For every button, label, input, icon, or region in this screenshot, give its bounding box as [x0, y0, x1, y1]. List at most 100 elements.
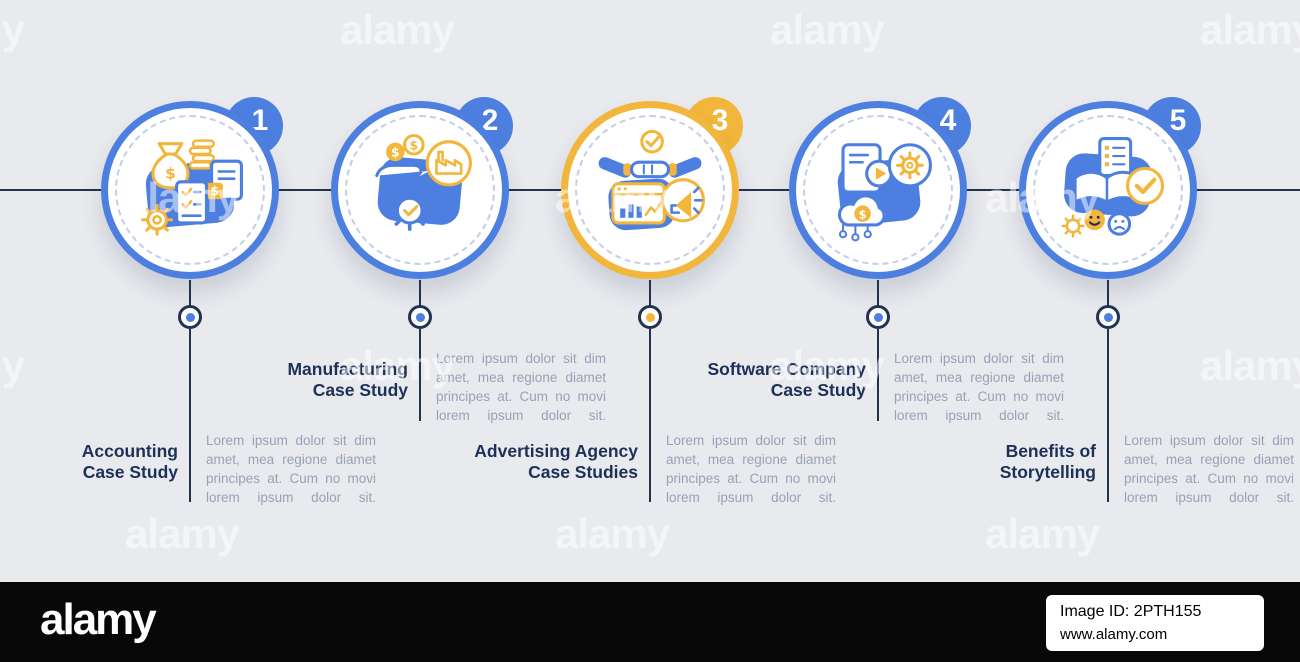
icon-cluster	[1036, 118, 1180, 262]
dashed-ring	[115, 115, 265, 265]
watermark-text: alamy	[0, 342, 25, 389]
step-title-line: Case Studies	[528, 462, 638, 482]
connector-line	[877, 280, 879, 306]
step-title-line: Case Study	[312, 380, 408, 400]
step-title-line: Accounting	[81, 441, 178, 461]
step-number: 3	[711, 104, 729, 137]
step-node: 4	[789, 97, 971, 279]
timeline-marker	[408, 305, 432, 329]
icon-cluster	[578, 118, 722, 262]
icon-cluster: $	[806, 118, 950, 262]
checklist-icon	[175, 180, 208, 225]
svg-text:$: $	[165, 165, 176, 183]
connector-line	[419, 329, 421, 421]
step-title-line: Storytelling	[999, 462, 1096, 482]
dashed-ring	[803, 115, 953, 265]
step-node: 2 $ $	[331, 97, 513, 279]
step-title-line: Software Company	[707, 359, 867, 379]
check-badge-icon	[640, 129, 664, 154]
connector-line	[1107, 329, 1109, 502]
step-title-line: Advertising Agency	[474, 441, 638, 461]
timeline-marker	[178, 305, 202, 329]
gear-icon	[141, 203, 174, 236]
step-node: 5	[1019, 97, 1201, 279]
step-title: Software Company Case Study	[696, 359, 867, 401]
manufacturing-icon-cluster: $ $	[375, 133, 472, 231]
step-number: 2	[481, 104, 499, 137]
connector-line	[649, 280, 651, 306]
marker-dot	[415, 312, 425, 322]
marker-dot	[1103, 312, 1113, 322]
icon-cluster: $ $	[118, 118, 262, 262]
step-number: 4	[939, 104, 957, 137]
step-circle	[561, 101, 739, 279]
check-circle-icon	[1126, 166, 1165, 205]
cloud-dollar-icon: $	[837, 194, 886, 242]
step-circle: $	[789, 101, 967, 279]
step-description: Lorem ipsum dolor sit dim amet, mea regi…	[666, 433, 836, 505]
watermark-text: alamy	[125, 510, 240, 557]
factory-icon	[425, 140, 472, 187]
step-title: Manufacturing Case Study	[238, 359, 408, 401]
watermark-text: alamy	[555, 510, 670, 557]
image-id-text: Image ID: 2PTH155	[1060, 603, 1202, 620]
handshake-icon	[598, 157, 702, 179]
money-bag-icon: $	[151, 142, 190, 190]
marker-dot	[645, 312, 655, 322]
svg-text:$: $	[859, 208, 867, 221]
dashed-ring	[575, 115, 725, 265]
step-title-line: Manufacturing	[287, 359, 408, 379]
step-description: Lorem ipsum dolor sit dim amet, mea regi…	[206, 433, 376, 505]
alamy-footer: alamy Image ID: 2PTH155 www.alamy.com	[0, 582, 1300, 662]
coins-stack-icon	[188, 139, 215, 170]
step-circle: $ $	[331, 101, 509, 279]
watermark-text: alamy	[0, 6, 25, 53]
timeline-marker	[1096, 305, 1120, 329]
connector-line	[189, 280, 191, 306]
step-node: 3	[561, 97, 743, 279]
marker-dot	[873, 312, 883, 322]
timeline-marker	[638, 305, 662, 329]
svg-text:$: $	[410, 138, 419, 152]
step-title: Accounting Case Study	[8, 441, 178, 483]
image-id-box: Image ID: 2PTH155 www.alamy.com	[1046, 595, 1264, 651]
timeline-marker	[866, 305, 890, 329]
video-document-icon	[841, 143, 893, 194]
alamy-logo: alamy	[40, 595, 157, 644]
gear-icon	[887, 143, 932, 188]
analytics-browser-icon	[611, 182, 666, 225]
storytelling-icon-cluster	[1061, 137, 1165, 238]
alamy-url-text: www.alamy.com	[1060, 626, 1168, 643]
step-description: Lorem ipsum dolor sit dim amet, mea regi…	[436, 351, 606, 423]
step-title: Benefits of Storytelling	[926, 441, 1096, 483]
watermark-text: alamy	[1200, 342, 1300, 389]
dashed-ring	[345, 115, 495, 265]
connector-line	[649, 329, 651, 502]
step-circle	[1019, 101, 1197, 279]
watermark-text: alamy	[1200, 6, 1300, 53]
icon-cluster: $ $	[348, 118, 492, 262]
hand-coins-icon: $ $	[375, 133, 435, 181]
gear-check-icon	[389, 190, 431, 231]
step-description: Lorem ipsum dolor sit dim amet, mea regi…	[894, 351, 1064, 423]
step-number: 5	[1169, 104, 1187, 137]
watermark-text: alamy	[340, 6, 455, 53]
connector-line	[877, 329, 879, 421]
step-circle: $ $	[101, 101, 279, 279]
step-title-line: Case Study	[82, 462, 178, 482]
connector-line	[1107, 280, 1109, 306]
step-description: Lorem ipsum dolor sit dim amet, mea regi…	[1124, 433, 1294, 505]
step-number: 1	[251, 104, 269, 137]
step-title: Advertising Agency Case Studies	[468, 441, 638, 483]
marker-dot	[185, 312, 195, 322]
svg-text:$: $	[210, 184, 219, 198]
invoice-dollar-icon: $	[206, 159, 243, 201]
step-node: 1 $	[101, 97, 283, 279]
accounting-icon-cluster: $ $	[141, 139, 243, 236]
connector-line	[419, 280, 421, 306]
watermark-text: alamy	[985, 510, 1100, 557]
megaphone-icon	[660, 178, 706, 223]
step-title-line: Benefits of	[1005, 441, 1096, 461]
emoji-faces-icon	[1084, 209, 1132, 236]
